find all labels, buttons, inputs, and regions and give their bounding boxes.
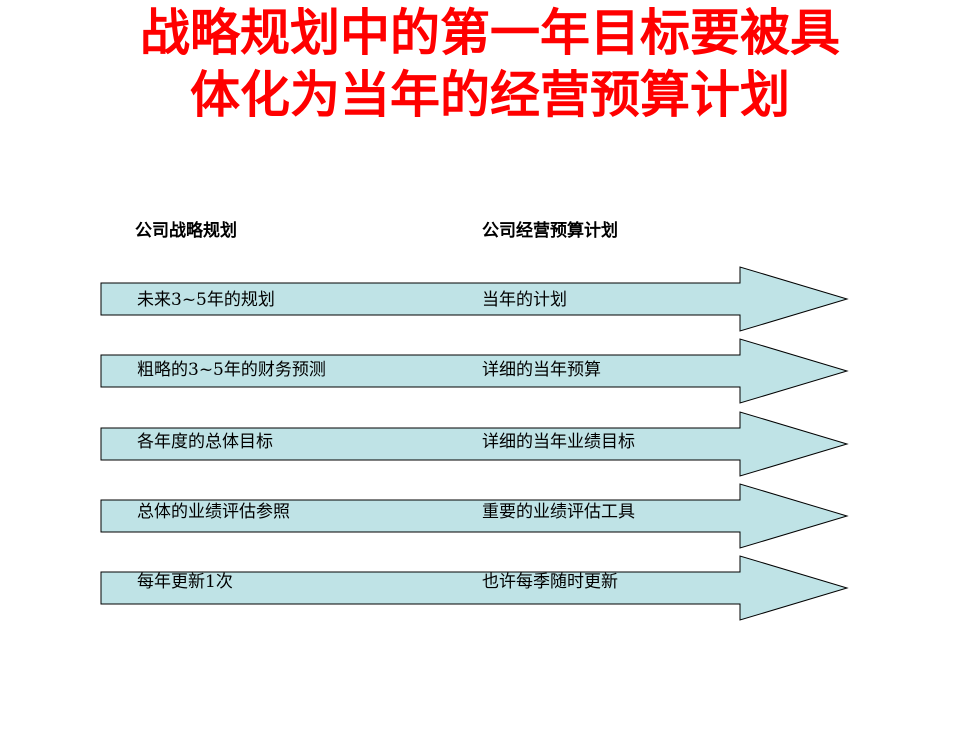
arrow-row-2: 粗略的3~5年的财务预测 详细的当年预算 <box>100 338 849 404</box>
title-line-1: 战略规划中的第一年目标要被具 <box>140 4 840 62</box>
left-column-header: 公司战略规划 <box>135 221 237 241</box>
slide-title: 战略规划中的第一年目标要被具 体化为当年的经营预算计划 <box>0 2 980 126</box>
arrow-shape <box>100 338 849 404</box>
row-left-text: 粗略的3~5年的财务预测 <box>137 360 326 380</box>
arrow-row-4: 总体的业绩评估参照 重要的业绩评估工具 <box>100 483 849 549</box>
arrow-shape <box>100 411 849 477</box>
arrow-shape <box>100 555 849 621</box>
arrow-row-1: 未来3~5年的规划 当年的计划 <box>100 266 849 332</box>
arrow-shape <box>100 266 849 332</box>
title-line-2: 体化为当年的经营预算计划 <box>190 66 790 124</box>
row-right-text: 也许每季随时更新 <box>482 572 618 592</box>
row-left-text: 各年度的总体目标 <box>137 432 273 452</box>
row-right-text: 详细的当年业绩目标 <box>482 432 635 452</box>
right-column-header: 公司经营预算计划 <box>482 221 618 241</box>
arrow-row-3: 各年度的总体目标 详细的当年业绩目标 <box>100 411 849 477</box>
row-right-text: 重要的业绩评估工具 <box>482 502 635 522</box>
row-left-text: 总体的业绩评估参照 <box>137 502 290 522</box>
row-right-text: 当年的计划 <box>482 290 567 310</box>
row-left-text: 每年更新1次 <box>137 572 233 592</box>
row-right-text: 详细的当年预算 <box>482 360 601 380</box>
arrow-shape <box>100 483 849 549</box>
row-left-text: 未来3~5年的规划 <box>137 290 275 310</box>
arrow-row-5: 每年更新1次 也许每季随时更新 <box>100 555 849 621</box>
